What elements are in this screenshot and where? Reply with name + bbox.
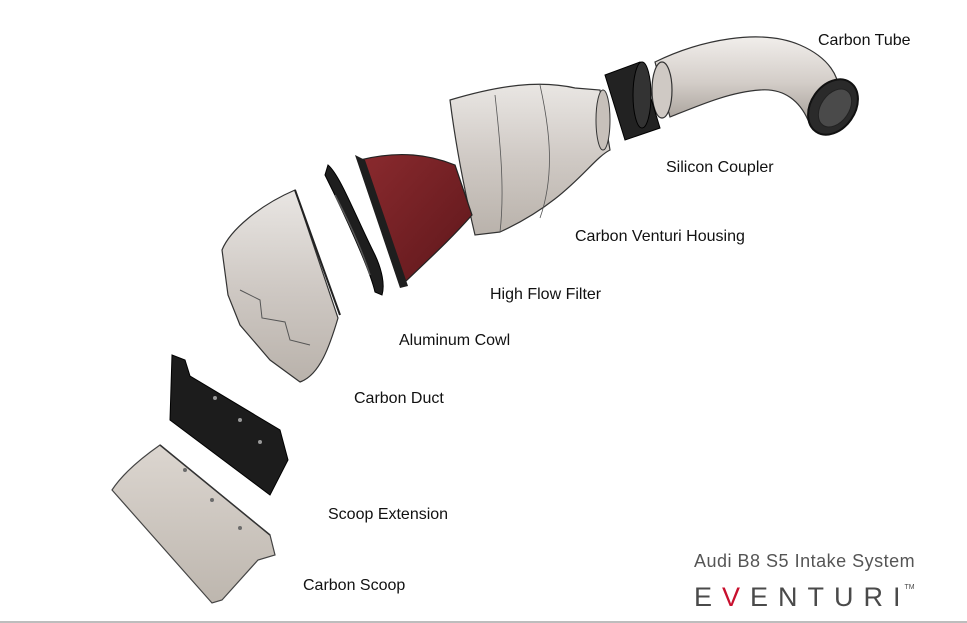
high-flow-filter-part <box>355 153 473 288</box>
carbon-scoop-part <box>111 444 276 604</box>
carbon-tube-part <box>651 36 859 136</box>
trademark-mark: TM <box>904 584 915 591</box>
carbon-duct-part <box>221 189 341 383</box>
logo-accent-v: V <box>722 582 751 612</box>
eventuri-logo: EVENTURITM <box>694 582 921 613</box>
label-high-flow-filter: High Flow Filter <box>490 286 602 303</box>
label-carbon-duct: Carbon Duct <box>354 390 444 407</box>
label-carbon-tube: Carbon Tube <box>818 32 911 49</box>
scoop-extension-part <box>169 354 289 496</box>
bottom-divider <box>0 621 967 623</box>
carbon-venturi-housing-part <box>449 83 611 236</box>
label-silicon-coupler: Silicon Coupler <box>666 159 774 176</box>
label-carbon-venturi-housing: Carbon Venturi Housing <box>575 228 745 245</box>
label-scoop-extension: Scoop Extension <box>328 506 449 523</box>
label-carbon-scoop: Carbon Scoop <box>303 577 406 594</box>
aluminum-cowl-part <box>324 164 384 296</box>
product-subtitle: Audi B8 S5 Intake System <box>694 551 916 571</box>
logo-suffix: ENTURI <box>750 582 911 612</box>
logo-prefix: E <box>694 582 723 612</box>
silicon-coupler-part <box>604 61 661 141</box>
label-aluminum-cowl: Aluminum Cowl <box>399 332 511 349</box>
